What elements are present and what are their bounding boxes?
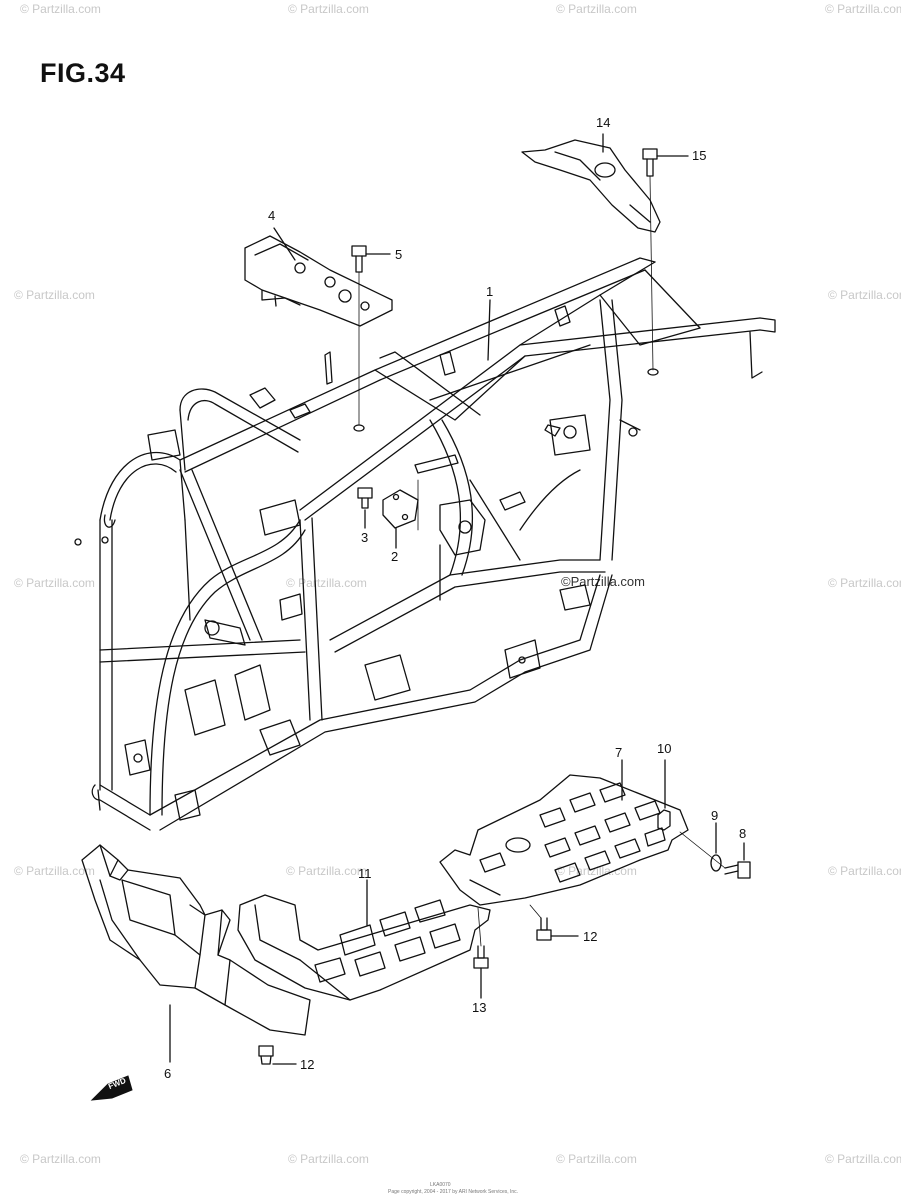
rear-bracket-part — [521, 139, 661, 233]
watermark: © Partzilla.com — [20, 2, 101, 16]
footer-copyright: Page copyright, 2004 - 2017 by ARI Netwo… — [388, 1189, 519, 1195]
callout-3[interactable]: 3 — [361, 530, 369, 545]
callout-4[interactable]: 4 — [268, 208, 276, 223]
figure-title: FIG.34 — [40, 58, 126, 88]
rear-skid-plate-part — [439, 774, 689, 906]
watermark: © Partzilla.com — [828, 288, 901, 302]
callout-15[interactable]: 15 — [692, 148, 707, 163]
watermark: © Partzilla.com — [14, 288, 95, 302]
watermark: © Partzilla.com — [14, 864, 95, 878]
callout-12-lower[interactable]: 12 — [300, 1057, 315, 1072]
callout-10[interactable]: 10 — [657, 741, 672, 756]
watermark: © Partzilla.com — [828, 576, 901, 590]
footer-code: LKA0070 — [430, 1182, 451, 1188]
watermark: © Partzilla.com — [556, 2, 637, 16]
callout-8[interactable]: 8 — [739, 826, 747, 841]
washer-part-9 — [710, 854, 722, 872]
callout-2[interactable]: 2 — [391, 549, 399, 564]
watermark: © Partzilla.com — [825, 2, 901, 16]
frame-assembly — [74, 257, 776, 831]
seat-bracket-part — [244, 235, 393, 327]
callout-7[interactable]: 7 — [615, 745, 623, 760]
callout-5[interactable]: 5 — [395, 247, 403, 262]
front-skid-plate-part — [237, 894, 491, 1001]
watermark: © Partzilla.com — [288, 2, 369, 16]
fwd-direction-badge — [90, 1075, 133, 1101]
watermark: © Partzilla.com — [286, 576, 367, 590]
bolt-part-15 — [642, 148, 658, 177]
watermark: © Partzilla.com — [825, 1152, 901, 1166]
callout-6[interactable]: 6 — [164, 1066, 172, 1081]
nut-part-10 — [657, 809, 671, 831]
callout-9[interactable]: 9 — [711, 808, 719, 823]
watermark: © Partzilla.com — [828, 864, 901, 878]
bolt-part-12-bottom — [258, 1045, 274, 1065]
callout-11[interactable]: 11 — [358, 866, 372, 881]
bolt-part-3 — [357, 487, 373, 509]
bolt-part-13 — [473, 945, 489, 969]
watermark: © Partzilla.com — [556, 1152, 637, 1166]
bolt-part-12-upper — [536, 917, 552, 941]
front-guard-part — [81, 844, 311, 1036]
watermark: © Partzilla.com — [286, 864, 367, 878]
callout-13[interactable]: 13 — [472, 1000, 487, 1015]
callout-1[interactable]: 1 — [486, 284, 494, 299]
plate-part-2 — [382, 489, 419, 529]
watermark: © Partzilla.com — [14, 576, 95, 590]
watermark: © Partzilla.com — [288, 1152, 369, 1166]
callout-12-upper[interactable]: 12 — [583, 929, 598, 944]
watermark: © Partzilla.com — [20, 1152, 101, 1166]
callout-14[interactable]: 14 — [596, 115, 611, 130]
bolt-part-5 — [351, 245, 367, 273]
bolt-part-8 — [724, 861, 751, 879]
